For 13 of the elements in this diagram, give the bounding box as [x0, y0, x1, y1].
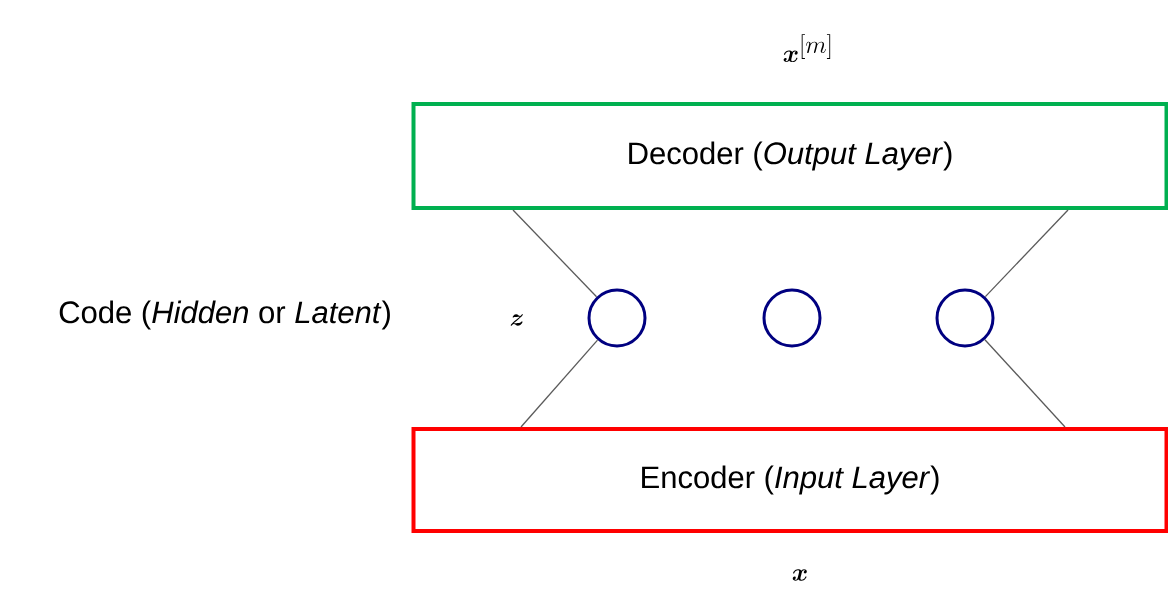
connector-line — [984, 209, 1069, 298]
layer-box: Encoder (Input Layer) — [411, 427, 1168, 533]
layer-label: Code (Hidden or Latent) — [59, 300, 390, 330]
math-symbol: $\boldsymbol{z}$ — [510, 314, 523, 326]
neuron-circle — [587, 288, 647, 348]
neuron-circle — [935, 288, 995, 348]
connector-line — [984, 339, 1066, 428]
connector-line — [520, 339, 599, 428]
math-symbol: $\boldsymbol{x}^{[m]}$ — [783, 34, 831, 63]
math-symbol: $\boldsymbol{x}$ — [792, 569, 807, 581]
connector-line — [512, 209, 598, 298]
layer-box: Decoder (Output Layer) — [411, 102, 1168, 210]
neuron-circle — [762, 288, 822, 348]
